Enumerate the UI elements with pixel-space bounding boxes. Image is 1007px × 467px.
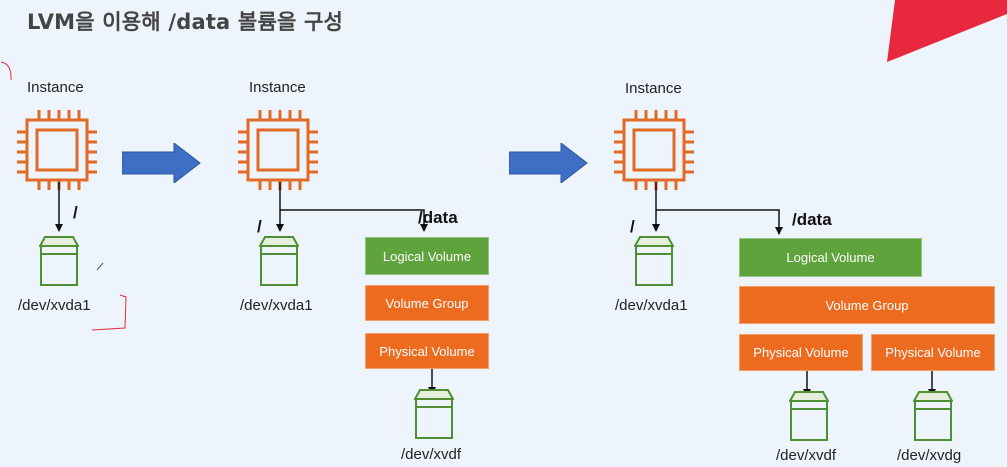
volume-icon	[634, 236, 674, 286]
data-device-label: /dev/xvdf	[776, 447, 837, 464]
volume-icon	[259, 236, 299, 286]
volume-icon	[789, 391, 829, 441]
instance-chip-icon	[17, 110, 97, 190]
instance-label: Instance	[625, 80, 682, 97]
volume-group-box: Volume Group	[365, 285, 489, 321]
page-title: LVM을 이용해 /data 볼륨을 구성	[27, 10, 344, 34]
root-mount-label: /	[257, 217, 262, 236]
physical-volume-box: Physical Volume	[871, 334, 995, 371]
physical-volume-box: Physical Volume	[739, 334, 863, 371]
instance-chip-icon	[238, 110, 318, 190]
volume-group-box: Volume Group	[739, 286, 995, 324]
step-arrow-icon	[509, 143, 588, 183]
root-device-label: /dev/xvda1	[240, 297, 313, 314]
root-mount-label: /	[73, 203, 78, 222]
volume-icon	[913, 391, 953, 441]
root-mount-label: /	[630, 217, 635, 236]
data-mount-label: /data	[418, 208, 458, 227]
root-device-label: /dev/xvda1	[18, 297, 91, 314]
data-device-label: /dev/xvdf	[401, 446, 462, 463]
logical-volume-box: Logical Volume	[739, 238, 922, 277]
instance-label: Instance	[249, 79, 306, 96]
step-arrow-icon	[122, 143, 201, 183]
root-device-label: /dev/xvda1	[615, 297, 688, 314]
data-device-label: /dev/xvdg	[897, 447, 962, 464]
data-mount-label: /data	[792, 210, 832, 229]
corner-accent	[887, 0, 1007, 62]
volume-icon	[414, 389, 454, 439]
instance-label: Instance	[27, 79, 84, 96]
physical-volume-box: Physical Volume	[365, 333, 489, 369]
logical-volume-box: Logical Volume	[365, 237, 489, 275]
instance-chip-icon	[614, 110, 694, 190]
volume-icon	[39, 236, 79, 286]
